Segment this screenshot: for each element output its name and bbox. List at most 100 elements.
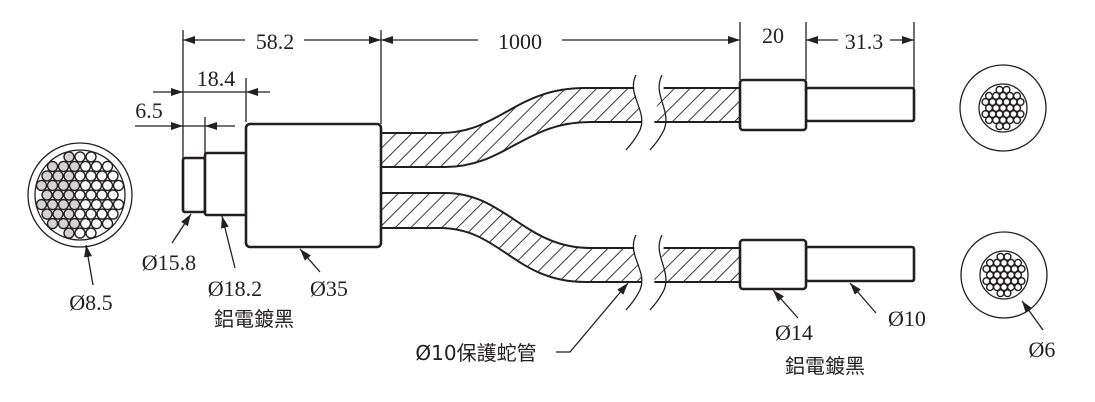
fiber bbox=[1002, 85, 1011, 94]
fiber bbox=[74, 170, 86, 182]
leader-lines bbox=[84, 213, 1044, 353]
label-hose: Ø10保護蛇管 bbox=[415, 341, 536, 365]
fiber bbox=[85, 151, 97, 163]
fiber bbox=[79, 198, 92, 211]
fiber bbox=[35, 179, 48, 192]
fiber bbox=[52, 170, 64, 182]
fiber bbox=[68, 179, 81, 192]
fiber bbox=[63, 170, 75, 182]
ferrule-upper bbox=[738, 78, 808, 132]
fiber bbox=[985, 283, 995, 292]
fiber bbox=[96, 170, 108, 182]
fiber bbox=[1002, 122, 1011, 131]
fiber bbox=[1012, 103, 1022, 113]
dim-step-length: 18.4 bbox=[197, 66, 236, 91]
fiber bbox=[1016, 97, 1025, 107]
fiber bbox=[90, 217, 103, 230]
label-bundle-right: Ø6 bbox=[1029, 337, 1056, 362]
fiber bbox=[85, 227, 97, 239]
fiber bbox=[1013, 258, 1023, 267]
fiber bbox=[41, 189, 53, 201]
end-tip-lower bbox=[804, 245, 916, 283]
label-bundle-left: Ø8.5 bbox=[69, 290, 112, 315]
end-tip-upper bbox=[804, 86, 916, 123]
fiber bbox=[112, 198, 125, 211]
fiber bbox=[68, 198, 81, 211]
fiber bbox=[101, 217, 114, 230]
fiber bbox=[68, 160, 81, 173]
dimension-lines bbox=[135, 22, 915, 210]
fiber bbox=[68, 217, 81, 230]
fiber bbox=[90, 179, 103, 192]
dim-ferrule-length: 20 bbox=[762, 23, 784, 48]
fiber bbox=[1003, 252, 1012, 261]
fiber bbox=[46, 160, 59, 173]
fiber bbox=[1013, 270, 1023, 280]
fiber bbox=[1012, 116, 1022, 125]
label-tip-diameter: Ø15.8 bbox=[142, 250, 196, 275]
tip-cylinder bbox=[181, 156, 207, 214]
fiber bbox=[101, 198, 114, 211]
fiber bbox=[57, 179, 70, 192]
fiber bbox=[52, 208, 64, 220]
fiber bbox=[1017, 276, 1026, 286]
fiber bbox=[85, 170, 97, 182]
fiber bbox=[107, 189, 119, 201]
break-mark-icon bbox=[625, 74, 667, 311]
fiber bbox=[41, 170, 53, 182]
fiber bbox=[57, 160, 70, 173]
fiber bbox=[79, 160, 92, 173]
label-step-finish: 鋁電鍍黑 bbox=[214, 307, 294, 331]
fiber bbox=[96, 189, 108, 201]
label-step-diameter: Ø18.2 bbox=[208, 276, 262, 301]
fiber bbox=[101, 179, 114, 192]
ferrule-lower bbox=[738, 238, 808, 291]
fiber bbox=[90, 160, 103, 173]
fiber bbox=[63, 151, 75, 163]
fiber bbox=[46, 179, 59, 192]
fiber bbox=[1017, 264, 1026, 274]
fiber bbox=[35, 198, 48, 211]
fiber bbox=[57, 217, 70, 230]
fiber-bundle-upper bbox=[981, 85, 1025, 131]
dim-hose-length: 1000 bbox=[498, 29, 542, 54]
fiber bbox=[1003, 289, 1012, 298]
fiber bbox=[995, 122, 1004, 131]
label-ferrule-diameter: Ø14 bbox=[775, 320, 813, 345]
fiber bbox=[57, 198, 70, 211]
fiber bbox=[63, 227, 75, 239]
left-end-view bbox=[27, 142, 133, 248]
fiber bbox=[112, 179, 125, 192]
step-cylinder bbox=[203, 151, 248, 217]
fiber bbox=[74, 151, 86, 163]
fiber bbox=[101, 160, 114, 173]
main-body-cylinder bbox=[244, 122, 383, 249]
label-ferrule-finish: 鋁電鍍黑 bbox=[785, 354, 865, 378]
fiber bbox=[90, 198, 103, 211]
fiber bbox=[79, 217, 92, 230]
fiber-bundle-lower bbox=[982, 252, 1026, 298]
protective-hose-upper bbox=[380, 87, 741, 168]
fiber bbox=[107, 170, 119, 182]
fiber bbox=[63, 208, 75, 220]
protective-hose-lower bbox=[380, 192, 741, 283]
fiber bbox=[46, 198, 59, 211]
fiber-bundle-left bbox=[35, 151, 125, 239]
dim-tip-length: 31.3 bbox=[845, 29, 884, 54]
right-end-view-upper bbox=[959, 64, 1047, 152]
dim-overall-head: 58.2 bbox=[256, 29, 295, 54]
fiber bbox=[85, 189, 97, 201]
fiber bbox=[1012, 91, 1022, 100]
fiber bbox=[41, 208, 53, 220]
fiber bbox=[63, 189, 75, 201]
fiber bbox=[74, 189, 86, 201]
fiber bbox=[1013, 283, 1023, 292]
fiber bbox=[96, 208, 108, 220]
fiber bbox=[79, 179, 92, 192]
fiber bbox=[74, 227, 86, 239]
fiber bbox=[74, 208, 86, 220]
label-body-diameter: Ø35 bbox=[310, 276, 348, 301]
fiber bbox=[1016, 109, 1025, 119]
